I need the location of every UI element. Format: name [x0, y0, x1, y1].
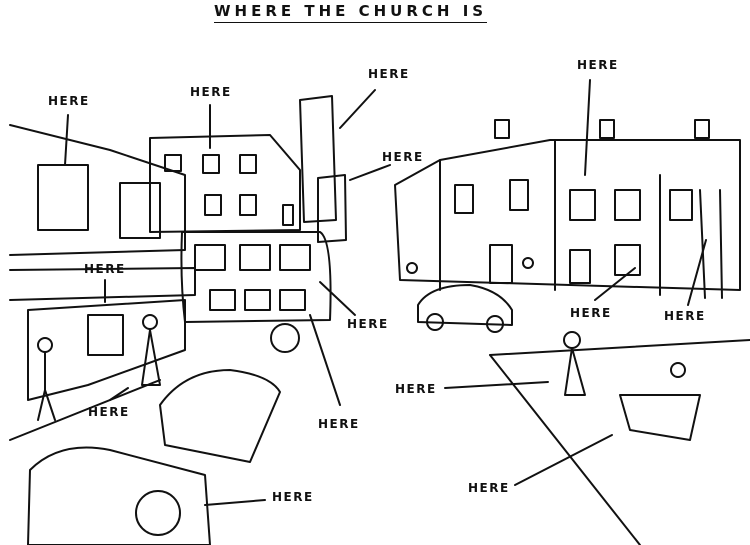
car-right: [417, 284, 513, 326]
park-bench: [619, 394, 701, 441]
double-decker-bus: [180, 231, 332, 323]
here-label: HERE: [395, 382, 437, 396]
here-label: HERE: [190, 85, 232, 99]
right-buildings: [394, 139, 741, 291]
here-label: HERE: [382, 150, 424, 164]
here-label: HERE: [468, 481, 510, 495]
here-label: HERE: [368, 67, 410, 81]
car-foreground: [27, 446, 211, 545]
shop-front: [27, 299, 186, 401]
here-label: HERE: [48, 94, 90, 108]
here-label: HERE: [272, 490, 314, 504]
here-label: HERE: [570, 306, 612, 320]
tower-block: [299, 95, 337, 223]
here-label: HERE: [347, 317, 389, 331]
illustration-title: WHERE THE CHURCH IS: [214, 2, 488, 23]
here-label: HERE: [84, 262, 126, 276]
here-label: HERE: [318, 417, 360, 431]
middle-building: [149, 134, 301, 233]
left-building: [9, 124, 186, 256]
car-front: [159, 369, 281, 463]
here-label: HERE: [88, 405, 130, 419]
here-label: HERE: [577, 58, 619, 72]
here-label: HERE: [664, 309, 706, 323]
